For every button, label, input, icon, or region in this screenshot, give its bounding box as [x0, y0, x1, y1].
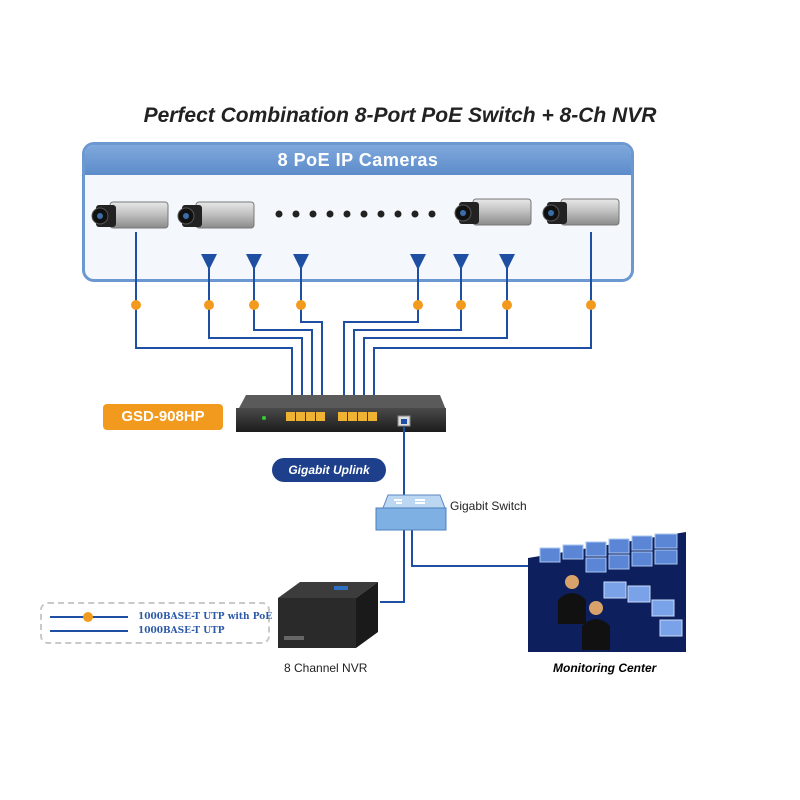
uplink-cables [380, 426, 548, 603]
legend-poe-label: 1000BASE-T UTP with PoE [138, 612, 273, 622]
camera-cables [135, 232, 592, 412]
diagram-title: Perfect Combination 8-Port PoE Switch + … [143, 104, 657, 127]
poe-switch [236, 395, 446, 432]
ip-camera [542, 198, 620, 226]
legend-poe-marker [83, 612, 93, 622]
poe-markers [131, 300, 596, 310]
legend-utp-label: 1000BASE-T UTP [138, 626, 225, 636]
switch-ports [286, 412, 377, 421]
ip-camera [177, 201, 255, 229]
gigabit-switch [375, 494, 447, 531]
legend [40, 602, 270, 644]
nvr-label: 8 Channel NVR [284, 661, 368, 675]
switch-model-badge: GSD-908HP [103, 404, 223, 430]
camera-panel-header: 8 PoE IP Cameras [85, 145, 631, 175]
gigabit-switch-label: Gigabit Switch [450, 499, 527, 513]
nvr-device [278, 582, 378, 648]
poe-marker [131, 300, 141, 310]
poe-marker [204, 300, 214, 310]
monitoring-center-image [528, 532, 686, 652]
ip-camera [91, 201, 169, 229]
poe-marker [502, 300, 512, 310]
poe-marker [249, 300, 259, 310]
monitoring-center-label: Monitoring Center [553, 661, 657, 675]
poe-marker [296, 300, 306, 310]
more-cameras-dots [275, 210, 436, 218]
ip-camera [454, 198, 532, 226]
uplink-badge: Gigabit Uplink [272, 458, 386, 482]
poe-marker [413, 300, 423, 310]
poe-marker [456, 300, 466, 310]
poe-marker [586, 300, 596, 310]
